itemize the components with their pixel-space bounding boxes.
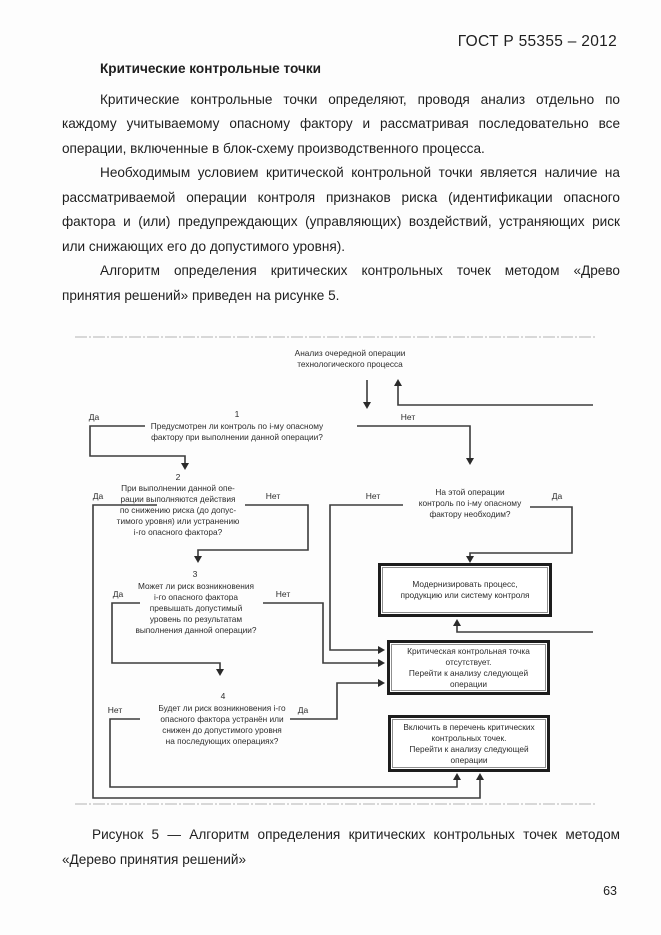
- node-q2-text: При выполнении данной опе- рации выполня…: [116, 483, 240, 537]
- node-q1-text: Предусмотрен ли контроль по i-му опасном…: [150, 421, 324, 442]
- node-start: Анализ очередной операции технологическо…: [294, 348, 406, 369]
- node-q2-number: 2: [175, 472, 181, 482]
- label-no: Нет: [400, 412, 416, 422]
- node-q3-number: 3: [192, 569, 198, 579]
- node-q4-text: Будет ли риск возникновения i-го опасног…: [158, 703, 286, 746]
- box-ccp-inner: Включить в перечень критических контроль…: [392, 719, 546, 768]
- section-heading: Критические контрольные точки: [100, 61, 322, 76]
- standard-code: ГОСТ Р 55355 – 2012: [457, 33, 617, 50]
- label-no: Нет: [365, 491, 381, 501]
- box-not-ccp: Критическая контрольная точка отсутствуе…: [387, 640, 550, 695]
- figure-flowchart: Анализ очередной операции технологическо…: [60, 335, 600, 813]
- body-text: Критические контрольные точки Критически…: [62, 57, 620, 308]
- box-modernize: Модернизировать процесс, продукцию или с…: [378, 563, 552, 617]
- label-yes: Да: [112, 589, 124, 599]
- box-not-ccp-text: Критическая контрольная точка отсутствуе…: [407, 645, 530, 689]
- node-q-right-text: На этой операции контроль по i-му опасно…: [418, 487, 522, 519]
- paragraph-2: Необходимым условием критической контрол…: [62, 165, 620, 254]
- label-no: Нет: [107, 705, 123, 715]
- label-yes: Да: [297, 705, 309, 715]
- box-not-ccp-inner: Критическая контрольная точка отсутствуе…: [391, 644, 546, 691]
- page-number: 63: [603, 884, 617, 898]
- box-modernize-inner: Модернизировать процесс, продукцию или с…: [382, 567, 548, 613]
- box-modernize-text: Модернизировать процесс, продукцию или с…: [400, 579, 530, 600]
- box-ccp-text: Включить в перечень критических контроль…: [403, 721, 535, 765]
- figure-caption: Рисунок 5 — Алгоритм определения критиче…: [62, 827, 620, 867]
- label-yes: Да: [551, 491, 563, 501]
- paragraph-3: Алгоритм определения критических контрол…: [62, 263, 620, 303]
- paragraph-1: Критические контрольные точки определяют…: [62, 91, 620, 156]
- node-q3-text: Может ли риск возникновения i-го опасног…: [135, 581, 257, 635]
- box-ccp: Включить в перечень критических контроль…: [388, 715, 550, 772]
- node-q4-number: 4: [220, 691, 226, 701]
- label-yes: Да: [92, 491, 104, 501]
- flowchart-lines: [75, 336, 595, 805]
- node-q1-number: 1: [234, 409, 240, 419]
- label-yes: Да: [88, 412, 100, 422]
- label-no: Нет: [275, 589, 291, 599]
- label-no: Нет: [265, 491, 281, 501]
